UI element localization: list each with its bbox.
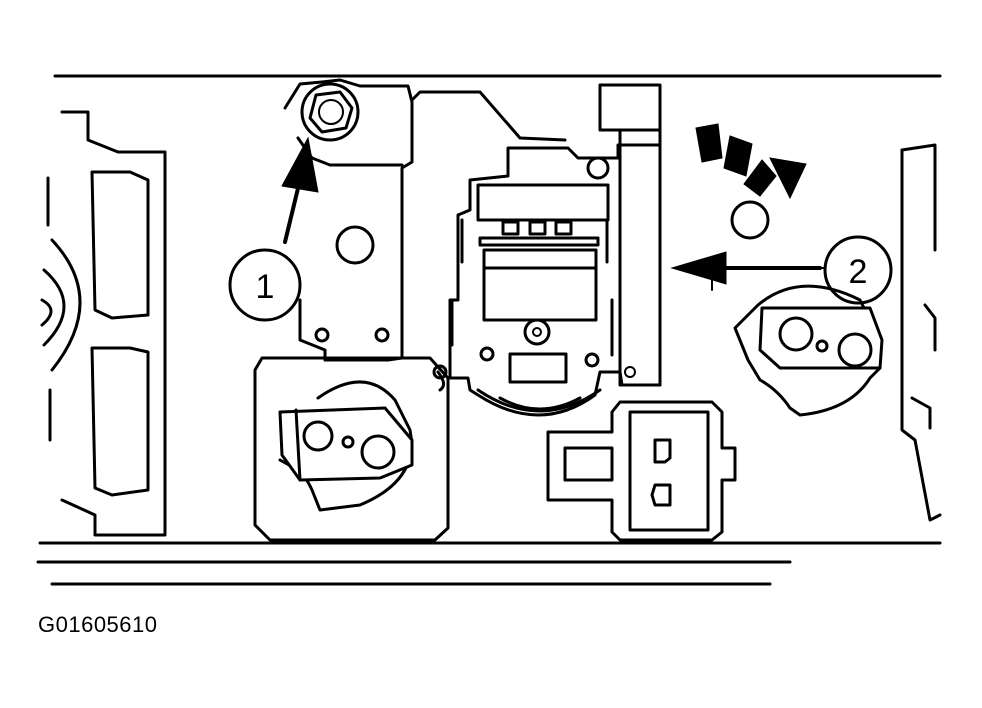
rotary-switch-left	[253, 356, 450, 542]
callout-2: 2	[823, 235, 893, 305]
arrow-icon	[281, 136, 319, 244]
callout-2-label: 2	[849, 253, 868, 291]
bolt-icon	[300, 82, 360, 142]
switch-module	[432, 83, 662, 417]
callout-1-label: 1	[256, 268, 275, 306]
arrow-icon	[670, 251, 831, 291]
rotary-switch-right	[733, 284, 884, 417]
rotation-arrow-icon	[695, 123, 807, 240]
frame-lines	[36, 74, 942, 586]
figure-id: G01605610	[38, 612, 158, 637]
right-housing	[900, 143, 942, 522]
callout-1: 1	[228, 248, 302, 322]
connector	[546, 400, 737, 542]
left-housing	[40, 110, 167, 537]
